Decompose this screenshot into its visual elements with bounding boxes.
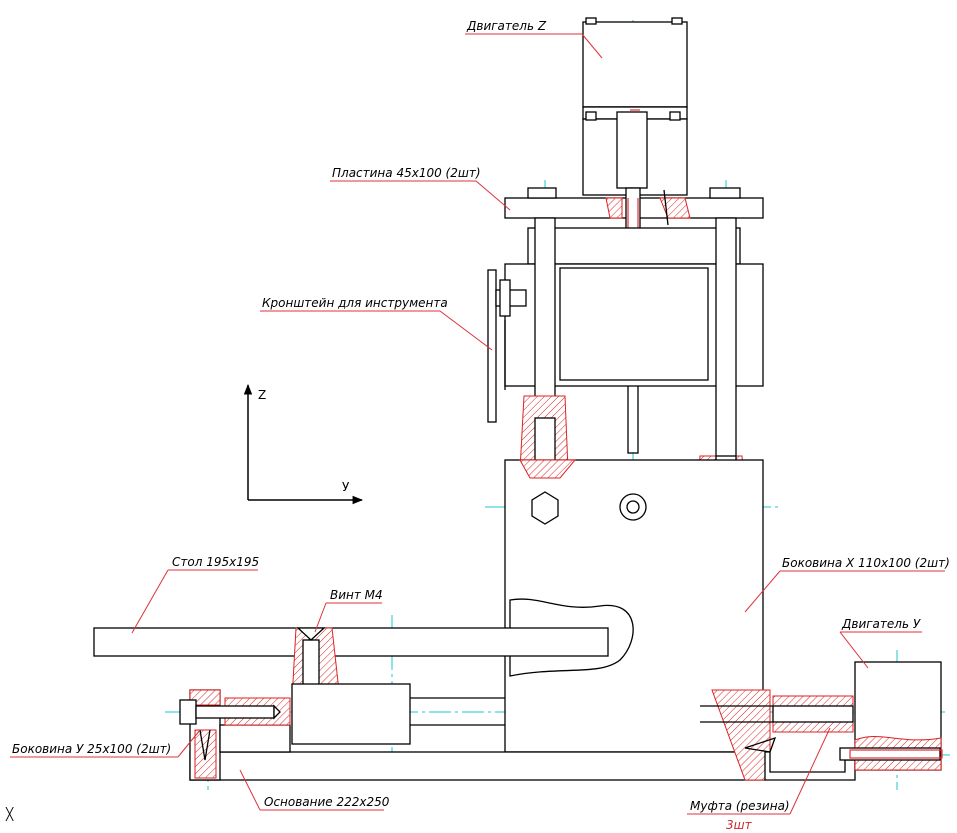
tool-bracket xyxy=(487,269,527,423)
carriage-y xyxy=(291,683,505,745)
label-plate: Пластина 45x100 (2шт) xyxy=(332,166,481,180)
label-coupling-qty: 3шт xyxy=(726,818,753,832)
axis-z-label: Z xyxy=(258,388,266,402)
label-motor-z: Двигатель Z xyxy=(466,19,547,33)
labels: Двигатель Z Пластина 45x100 (2шт) Кроншт… xyxy=(5,19,950,832)
table xyxy=(93,627,609,701)
label-table: Стол 195x195 xyxy=(172,555,259,569)
coupling xyxy=(700,695,854,753)
motor-z xyxy=(582,17,688,196)
axis-y-label: У xyxy=(342,480,350,494)
label-coupling: Муфта (резина) xyxy=(690,799,790,813)
label-bracket: Кронштейн для инструмента xyxy=(262,296,448,310)
label-side-y: Боковина У 25x100 (2шт) xyxy=(12,742,171,756)
label-screw: Винт М4 xyxy=(330,588,383,602)
label-base: Основание 222x250 xyxy=(264,795,390,809)
leader-lines xyxy=(10,33,945,815)
corner-mark: ╳ xyxy=(5,806,14,821)
coordinate-axes: Z У xyxy=(243,383,364,505)
base xyxy=(179,689,856,781)
motor-y xyxy=(839,661,943,771)
label-side-x: Боковина Х 110x100 (2шт) xyxy=(782,556,950,570)
label-motor-y: Двигатель У xyxy=(841,617,921,631)
